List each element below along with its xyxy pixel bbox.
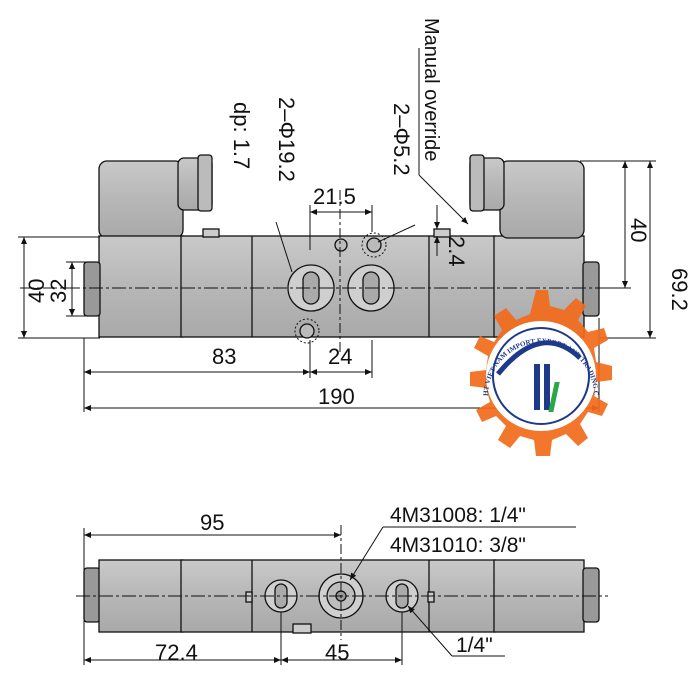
right-knob — [582, 261, 600, 317]
dim-95: 95 — [200, 510, 224, 535]
hole-small-spec: 2–Φ5.2 — [389, 103, 414, 176]
dim-40-left: 40 — [24, 279, 49, 303]
valve-body — [180, 235, 496, 338]
top-tab-right — [433, 228, 451, 238]
hole-large-depth: dp: 1.7 — [229, 102, 254, 169]
bottom-view — [76, 525, 608, 665]
dim-32-left: 32 — [46, 279, 71, 303]
dim-40-right: 40 — [626, 218, 651, 242]
left-solenoid-coil — [98, 160, 184, 239]
dim-72-4: 72.4 — [155, 640, 198, 665]
top-view — [18, 48, 656, 412]
mount-hole-3 — [299, 323, 315, 339]
bottom-left-knob — [83, 567, 101, 623]
dim-69-2: 69.2 — [667, 268, 692, 311]
top-view-labels: 83 24 190 21.5 40 32 69.2 40 2.4 2–Φ19.2… — [24, 18, 692, 409]
swoosh-icon — [496, 340, 582, 376]
mount-hole-2 — [366, 237, 382, 253]
bottom-right-knob — [582, 567, 600, 623]
dim-45: 45 — [325, 640, 349, 665]
top-tab-left — [202, 228, 220, 238]
company-logo-watermark: HT VIET NAM IMPORT EXPORT AND TRADING CO… — [470, 290, 612, 456]
left-actuator — [98, 235, 184, 338]
left-connector-cap — [197, 154, 213, 212]
port-exhaust-label: 1/4" — [456, 634, 493, 657]
port-label-4m31008: 4M31008: 1/4" — [390, 504, 526, 527]
hole-large-spec: 2–Φ19.2 — [274, 97, 299, 182]
dim-83: 83 — [212, 344, 236, 369]
left-knob — [83, 261, 101, 317]
bottom-view-labels: 95 72.4 45 4M31008: 1/4" 4M31010: 3/8" 1… — [155, 504, 526, 665]
port-label-4m31010: 4M31010: 3/8" — [390, 534, 526, 557]
dim-24: 24 — [328, 344, 352, 369]
bottom-tab — [292, 623, 312, 634]
dim-190: 190 — [318, 384, 355, 409]
mount-hole-1 — [334, 238, 348, 252]
manual-override-label: Manual override — [420, 18, 442, 161]
dim-21-5: 21.5 — [313, 184, 356, 209]
right-solenoid-coil — [499, 160, 585, 239]
dim-2-4: 2.4 — [444, 236, 469, 267]
